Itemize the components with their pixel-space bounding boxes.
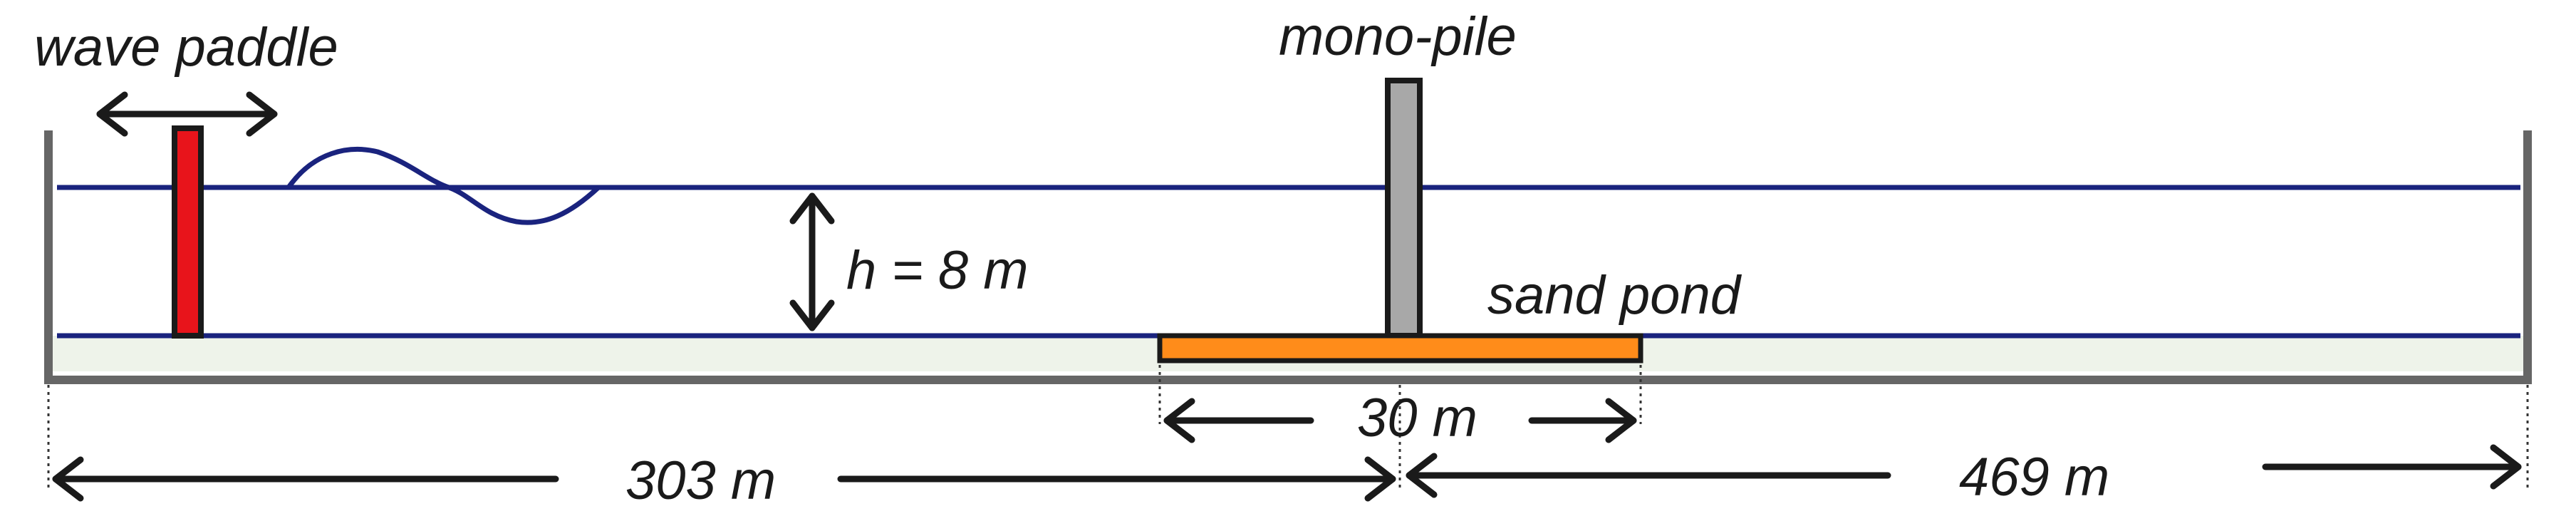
wave-paddle (172, 125, 204, 339)
sand-pond-label: sand pond (1487, 265, 1743, 326)
water-depth-label: h = 8 m (846, 240, 1029, 301)
double-arrow-icon (96, 91, 278, 137)
wave-paddle-label: wave paddle (34, 17, 338, 78)
pond-length-dimension (1163, 398, 1637, 443)
flume-tank (44, 130, 2532, 384)
mono-pile (1385, 78, 1423, 339)
generated-wave (286, 147, 601, 225)
dimension-extension-lines (47, 365, 2529, 492)
sand-pond (1157, 333, 1643, 364)
pond-length-label: 30 m (1357, 388, 1477, 448)
mono-pile-label: mono-pile (1279, 6, 1517, 67)
left-distance-dimension (52, 456, 1396, 502)
right-distance-label: 469 m (1959, 447, 2109, 507)
left-distance-label: 303 m (625, 450, 776, 511)
right-distance-dimension (1406, 444, 2522, 498)
double-arrow-icon (789, 192, 835, 331)
